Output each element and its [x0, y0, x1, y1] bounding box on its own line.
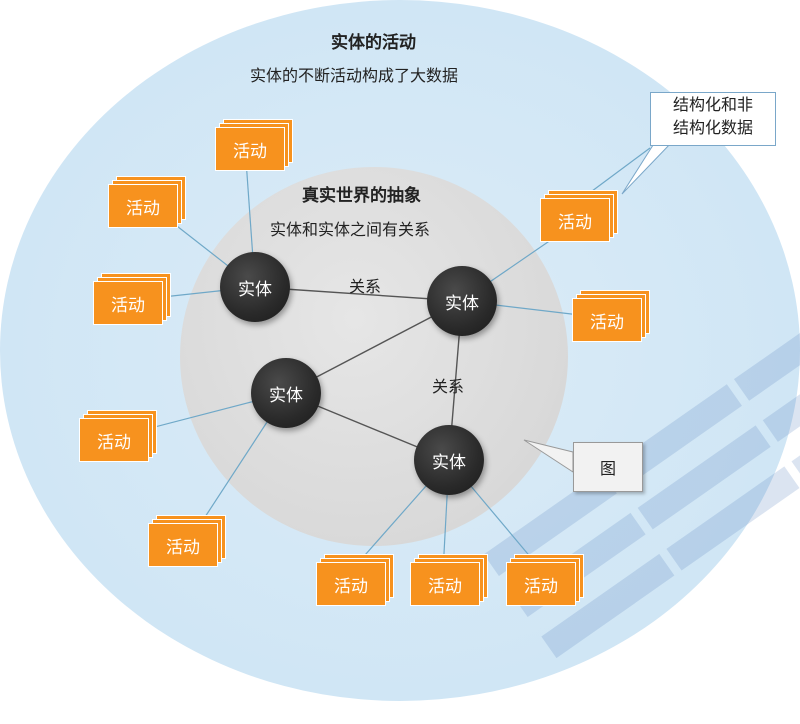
data-callout-line1: 结构化和非 — [672, 95, 753, 114]
entity-node: 实体 — [251, 358, 321, 428]
activity-label: 活动 — [540, 198, 610, 242]
data-callout: 结构化和非 结构化数据 — [650, 92, 776, 146]
activity-label: 活动 — [572, 298, 642, 342]
activity-label: 活动 — [506, 562, 576, 606]
entity-node: 实体 — [414, 425, 484, 495]
activity-card: 活动 — [316, 554, 394, 606]
outer-subtitle: 实体的不断活动构成了大数据 — [250, 66, 459, 85]
activity-label: 活动 — [410, 562, 480, 606]
figure-callout: 图 — [573, 442, 643, 492]
activity-card: 活动 — [572, 290, 650, 342]
activity-card: 活动 — [79, 410, 157, 462]
activity-card: 活动 — [148, 515, 226, 567]
activity-label: 活动 — [148, 523, 218, 567]
inner-title: 真实世界的抽象 — [302, 186, 421, 206]
activity-label: 活动 — [316, 562, 386, 606]
entity-node: 实体 — [220, 252, 290, 322]
activity-card: 活动 — [540, 190, 618, 242]
activity-label: 活动 — [215, 127, 285, 171]
brand-logo: 智东西 — [690, 656, 760, 681]
inner-subtitle: 实体和实体之间有关系 — [270, 220, 431, 239]
activity-label: 活动 — [93, 281, 163, 325]
activity-card: 活动 — [215, 119, 293, 171]
activity-card: 活动 — [506, 554, 584, 606]
outer-title: 实体的活动 — [331, 33, 416, 53]
data-callout-line2: 结构化数据 — [672, 118, 753, 137]
activity-card: 活动 — [93, 273, 171, 325]
inner-circle — [180, 167, 568, 546]
relation-label: 关系 — [432, 377, 465, 396]
activity-card: 活动 — [108, 176, 186, 228]
entity-node: 实体 — [427, 266, 497, 336]
relation-label: 关系 — [349, 277, 382, 296]
activity-card: 活动 — [410, 554, 488, 606]
activity-label: 活动 — [108, 184, 178, 228]
activity-label: 活动 — [79, 418, 149, 462]
